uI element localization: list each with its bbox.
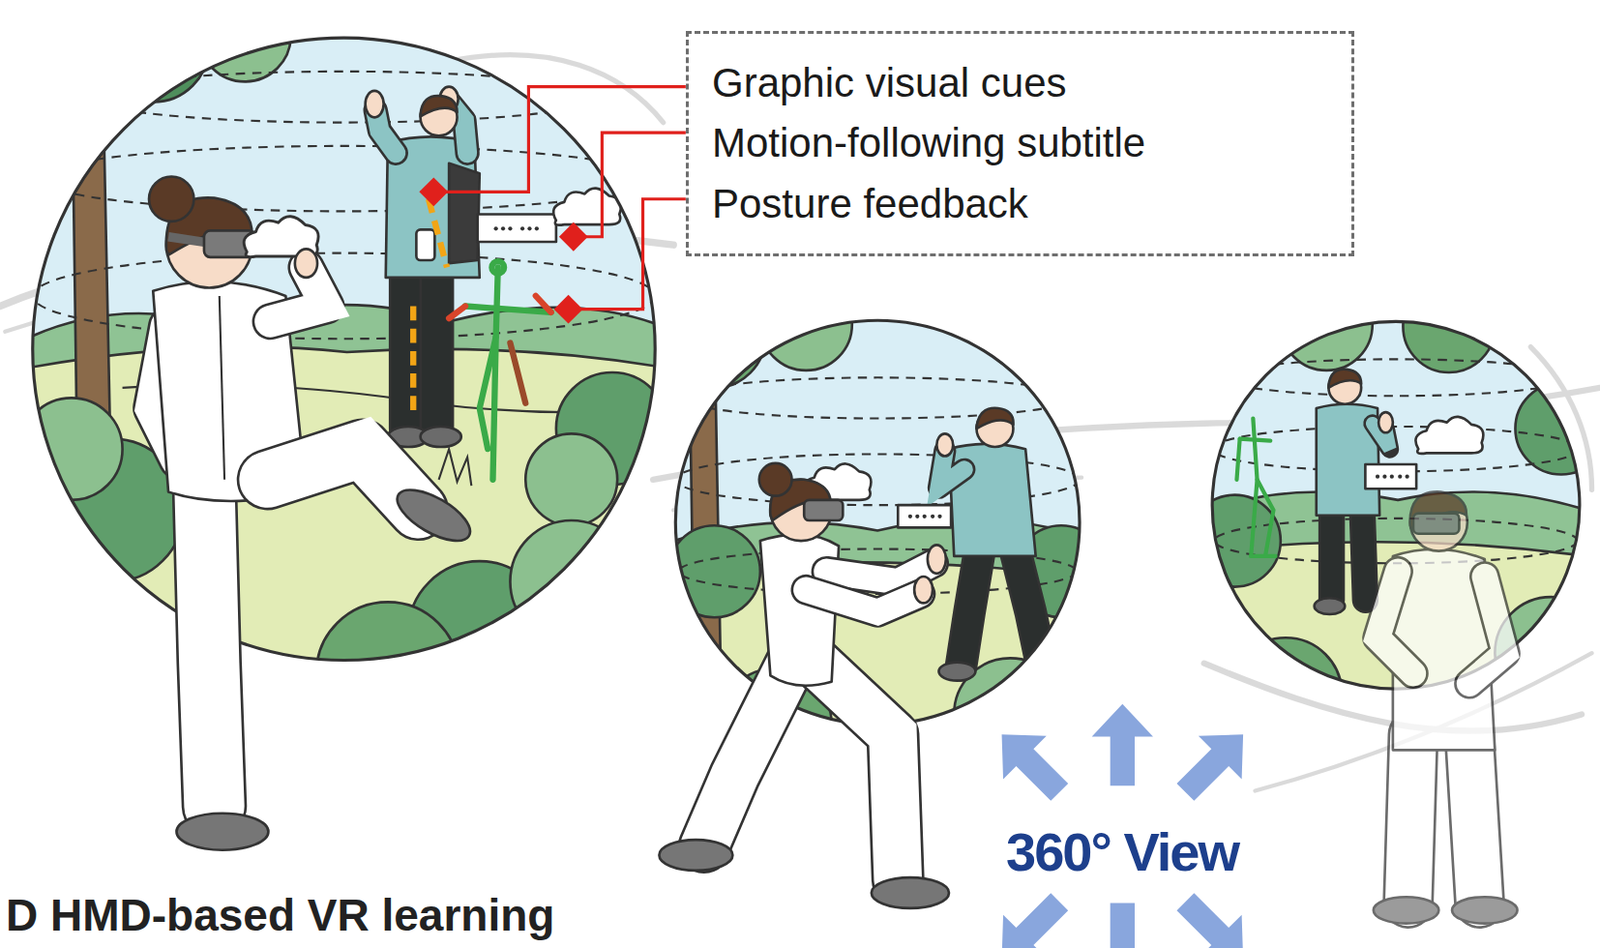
legend-callout-box: Graphic visual cuesMotion-following subt… — [685, 30, 1355, 257]
view-caption: 360° View — [1006, 821, 1239, 884]
section-heading: D HMD-based VR learning — [5, 889, 555, 942]
callout-label: Motion-following subtitle — [711, 118, 1329, 168]
callout-label: Posture feedback — [711, 179, 1329, 229]
callout-label: Graphic visual cues — [711, 59, 1329, 108]
